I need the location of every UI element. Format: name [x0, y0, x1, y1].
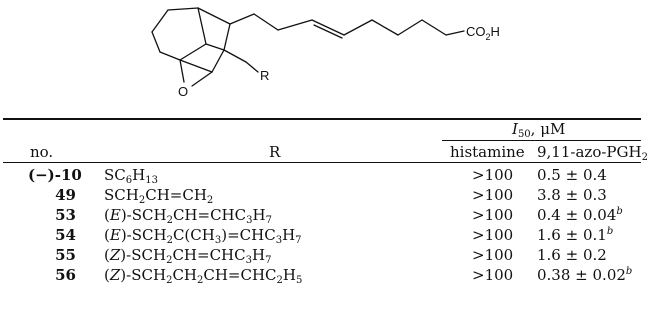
cell-histamine: >100	[472, 246, 514, 264]
cell-compound-no: 55	[55, 246, 76, 264]
cell-azo-pgh2: 0.38 ± 0.02b	[537, 266, 633, 284]
table-top-rule	[3, 118, 641, 120]
cell-histamine: >100	[472, 206, 514, 224]
carboxylic-acid-label: CO2H	[466, 24, 500, 42]
column-header-histamine: histamine	[450, 143, 525, 161]
table-header-rule	[3, 162, 641, 163]
cell-compound-no: 56	[55, 266, 76, 284]
cell-azo-pgh2: 1.6 ± 0.1b	[537, 226, 614, 244]
column-header-no: no.	[30, 143, 54, 161]
cell-r-group: SC6H13	[104, 166, 158, 186]
footnote-marker: b	[606, 226, 614, 237]
chemical-structure: O R CO2H	[151, 7, 500, 99]
column-header-azo-pgh2: 9,11-azo-PGH2	[537, 143, 648, 163]
cell-histamine: >100	[472, 186, 514, 204]
cell-compound-no: 53	[55, 206, 76, 224]
column-header-r: R	[269, 143, 281, 161]
cell-r-group: (E)-SCH2C(CH3)=CHC3H7	[104, 226, 302, 246]
cell-histamine: >100	[472, 166, 514, 184]
cell-r-group: SCH2CH=CH2	[104, 186, 214, 206]
cell-compound-no: 54	[55, 226, 76, 244]
cell-histamine: >100	[472, 266, 514, 284]
footnote-marker: b	[625, 266, 633, 277]
r-group-label: R	[260, 68, 269, 83]
cell-r-group: (E)-SCH2CH=CHC3H7	[104, 206, 272, 226]
i50-group-header: I50, μM	[512, 120, 566, 140]
cell-azo-pgh2: 1.6 ± 0.2	[537, 246, 607, 264]
oxygen-label: O	[178, 84, 188, 99]
i50-group-rule	[442, 140, 641, 141]
cell-azo-pgh2: 0.4 ± 0.04b	[537, 206, 623, 224]
cell-compound-no: 49	[55, 186, 76, 204]
cell-compound-no: (−)-10	[28, 166, 82, 184]
cell-azo-pgh2: 0.5 ± 0.4	[537, 166, 607, 184]
cell-azo-pgh2: 3.8 ± 0.3	[537, 186, 607, 204]
cell-r-group: (Z)-SCH2CH2CH=CHC2H5	[104, 266, 303, 286]
cell-histamine: >100	[472, 226, 514, 244]
footnote-marker: b	[616, 206, 623, 217]
cell-r-group: (Z)-SCH2CH=CHC3H7	[104, 246, 272, 266]
